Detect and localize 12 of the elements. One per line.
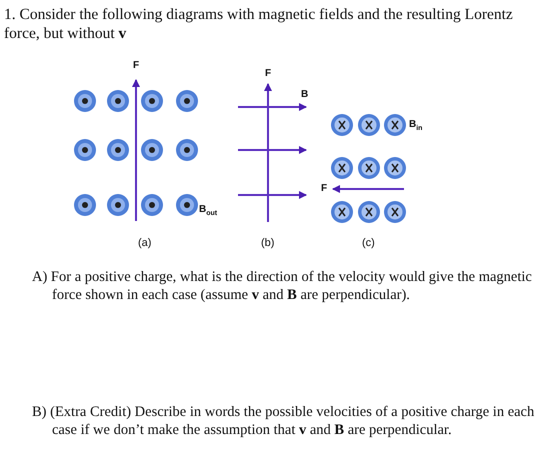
vector-label: F	[265, 68, 272, 79]
panel-label: (b)	[261, 237, 274, 249]
panel-label: (c)	[362, 237, 375, 249]
panel-label: (a)	[138, 237, 152, 249]
vector-label: B$_{out}$	[199, 204, 218, 219]
question-heading: 1. Consider the following diagrams with magnetic fields and the resulting Lorentz force, but without v	[4, 5, 514, 43]
question-text: B) (Extra Credit) Describe in words the possible velocities of a positive charge in each case if we don’t make the assumption that v and B are perpendicular.	[32, 403, 536, 439]
question-text: A) For a positive charge, what is the direction of the velocity would give the magnetic force shown in each case (assume v and B are perpendicular).	[32, 268, 533, 304]
vector-label: F	[133, 60, 140, 71]
vector-label: B	[301, 89, 308, 100]
vector-label: B$_{in}$	[409, 119, 422, 134]
vector-label: F	[321, 183, 328, 194]
